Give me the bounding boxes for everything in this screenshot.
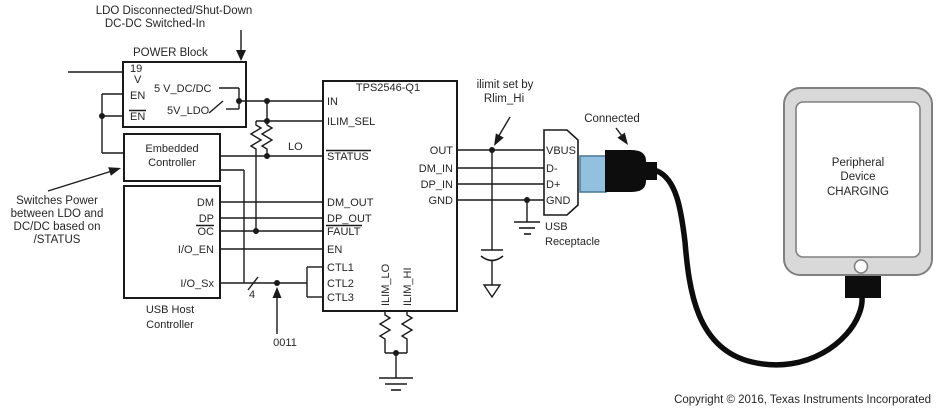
ground-icon <box>514 221 540 235</box>
tps2546-block <box>322 80 458 312</box>
bus-value-arrow-icon <box>272 287 282 334</box>
receptacle-pin-vbus: VBUS <box>546 145 576 157</box>
tps-pin-ctl1: CTL1 <box>327 262 354 274</box>
usb-receptacle-shape <box>543 129 579 216</box>
rail-wires <box>239 100 323 122</box>
tps-pin-ctl3: CTL3 <box>327 292 354 304</box>
ground-icon <box>379 377 413 391</box>
device-charging-status: CHARGING <box>827 186 889 198</box>
usb-plug-icon <box>605 150 646 192</box>
status-lo-state-label: LO <box>288 141 303 153</box>
rlim-lo-resistor-icon <box>378 311 392 353</box>
bus-width-label: 4 <box>249 289 255 301</box>
tps-pin-status: STATUS <box>327 151 369 163</box>
power-out-ldo-label: 5V_LDO <box>167 105 210 117</box>
power-block-title: POWER Block <box>133 47 208 59</box>
left-note-line2: between LDO and <box>11 208 104 220</box>
usb-pin-dm: DM <box>197 197 214 209</box>
tps-pin-gnd: GND <box>429 195 454 207</box>
embedded-controller-label1: Embedded <box>145 143 198 155</box>
tps-pin-ctl2: CTL2 <box>327 278 354 290</box>
tps-to-receptacle-wires <box>457 149 544 201</box>
usb-pin-iosx: I/O_Sx <box>180 278 214 290</box>
ilimit-note-line2: Rlim_Hi <box>484 93 524 105</box>
embedded-controller-wires <box>220 155 323 283</box>
power-pin-v: V <box>134 74 142 86</box>
junction-dots <box>99 98 530 356</box>
top-note-line2: DC-DC Switched-In <box>105 18 205 30</box>
connected-label: Connected <box>584 113 640 125</box>
left-note-line4: /STATUS <box>34 234 81 246</box>
usb-host-label1: USB Host <box>146 304 194 316</box>
power-block <box>122 61 247 128</box>
receptacle-label1: USB <box>545 221 568 233</box>
usb-plug-tab <box>644 162 657 180</box>
power-out-dcdc-label: 5 V_DC/DC <box>154 83 212 95</box>
connected-arrow-icon <box>615 127 628 145</box>
ilim-ground-wires <box>385 352 407 378</box>
embedded-controller-block <box>123 133 221 182</box>
tps-pin-dm-out: DM_OUT <box>327 197 374 209</box>
vbus-capacitor-icon <box>480 150 504 299</box>
left-note-line3: DC/DC based on <box>14 221 101 233</box>
tps-pin-out: OUT <box>430 145 454 157</box>
device-label-line2: Device <box>840 171 875 183</box>
ilimit-note-line1: ilimit set by <box>477 79 534 91</box>
device-label-line1: Peripheral <box>832 157 884 169</box>
usb-host-controller-block <box>123 185 221 299</box>
power-pin-en-bar: EN <box>130 111 145 123</box>
tps-pin-ilim-sel: ILIM_SEL <box>327 116 375 128</box>
fault-pullup-resistor-icon <box>249 121 263 231</box>
left-note-line1: Switches Power <box>16 195 98 207</box>
top-note-line1: LDO Disconnected/Shut-Down <box>96 5 253 17</box>
usb-pin-oc: OC <box>198 226 215 238</box>
home-button-icon <box>853 259 869 274</box>
power-input-wires <box>68 71 124 154</box>
status-pullup-resistor-icon <box>260 121 274 156</box>
down-arrow-icon <box>236 30 246 61</box>
ilimit-arrow-icon <box>494 116 511 146</box>
power-pin-en: EN <box>130 90 145 102</box>
usb-to-tps-wires <box>220 201 323 284</box>
tps-pin-en: EN <box>327 244 342 256</box>
tps-pin-in: IN <box>327 96 338 108</box>
left-note-arrow-icon <box>47 167 121 192</box>
usb-host-label2: Controller <box>146 319 194 331</box>
tablet-connector <box>845 276 881 298</box>
power-pin-19: 19 <box>130 63 142 75</box>
receptacle-pin-gnd: GND <box>546 195 571 207</box>
receptacle-pin-dminus: D- <box>546 163 558 175</box>
bus-width-slash <box>247 276 259 291</box>
copyright-text: Copyright © 2016, Texas Instruments Inco… <box>674 394 931 406</box>
tps-title: TPS2546-Q1 <box>356 82 420 94</box>
receptacle-label2: Receptacle <box>545 236 600 248</box>
embedded-controller-label2: Controller <box>148 157 196 169</box>
tps-pin-dm-in: DM_IN <box>419 163 453 175</box>
ctl-bracket-wires <box>306 266 323 298</box>
receptacle-pin-dplus: D+ <box>546 179 560 191</box>
power-ground-icon <box>482 284 502 299</box>
tps-pin-fault: FAULT <box>327 226 361 238</box>
usb-connector-blue <box>579 155 607 193</box>
tps-pin-dp-in: DP_IN <box>421 179 453 191</box>
tps-pin-ilim-lo: ILIM_LO <box>380 263 392 306</box>
usb-pin-ioen: I/O_EN <box>178 244 214 256</box>
usb-pin-dp: DP <box>199 213 214 225</box>
rlim-hi-resistor-icon <box>400 311 414 353</box>
tps-pin-ilim-hi: ILIM_HI <box>402 267 414 306</box>
usb-cable <box>654 168 865 368</box>
tablet-screen <box>795 101 921 258</box>
bus-value-label: 0011 <box>273 337 297 349</box>
tps-pin-dp-out: DP_OUT <box>327 213 372 225</box>
